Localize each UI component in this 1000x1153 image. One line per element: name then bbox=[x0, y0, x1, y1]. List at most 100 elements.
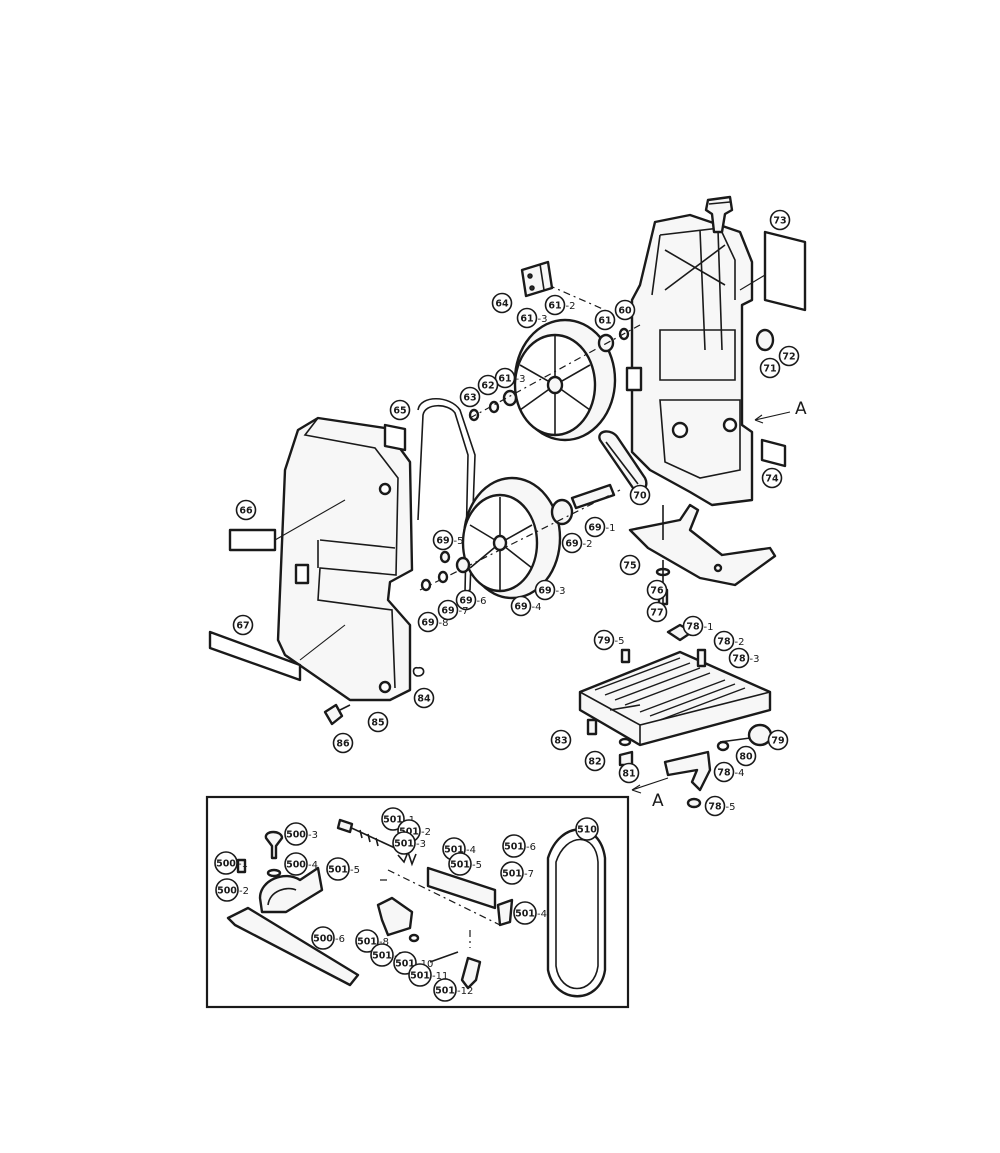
callout-c501-7: 501-7 bbox=[500, 861, 534, 885]
callout-number: 81 bbox=[622, 768, 635, 779]
callout-circle bbox=[448, 852, 472, 876]
callout-suffix: -2 bbox=[566, 301, 576, 312]
callout-c69-8: 69 -8 bbox=[417, 611, 449, 633]
callout-suffix: -7 bbox=[524, 869, 534, 880]
washer-80 bbox=[716, 740, 730, 752]
callout-number: 69 bbox=[421, 617, 434, 628]
callout-circle bbox=[235, 499, 257, 521]
callout-c69-4: 69 -4 bbox=[510, 595, 542, 617]
callout-circle bbox=[491, 292, 513, 314]
callout-c81: 81 bbox=[618, 762, 640, 784]
callout-number: 500 bbox=[313, 933, 333, 944]
callout-circle bbox=[619, 554, 641, 576]
callout-number: 61 bbox=[520, 313, 533, 324]
callout-number: 69 bbox=[436, 535, 449, 546]
callout-number: 501 bbox=[515, 908, 535, 919]
callout-number: 85 bbox=[371, 717, 384, 728]
callout-number: 77 bbox=[650, 607, 663, 618]
callout-suffix: -8 bbox=[379, 937, 389, 948]
callout-suffix: -2 bbox=[583, 539, 593, 550]
callout-number: 80 bbox=[739, 751, 753, 762]
callout-circle bbox=[459, 386, 481, 408]
callout-c70: 70 bbox=[629, 484, 651, 506]
callout-suffix: -6 bbox=[526, 842, 536, 853]
callout-c85: 85 bbox=[367, 711, 389, 733]
callout-circle bbox=[214, 851, 238, 875]
bearing-69-6 bbox=[455, 556, 471, 574]
callout-suffix: -4 bbox=[308, 860, 318, 871]
callout-number: 500 bbox=[286, 829, 306, 840]
callout-number: 69 bbox=[459, 595, 472, 606]
callout-circle bbox=[713, 630, 735, 652]
callout-circle bbox=[584, 516, 606, 538]
callout-suffix: -5 bbox=[615, 636, 625, 647]
callout-circle bbox=[370, 943, 394, 967]
callout-c75: 75 bbox=[619, 554, 641, 576]
callout-number: 78 bbox=[708, 801, 722, 812]
callout-number: 73 bbox=[773, 215, 786, 226]
callout-suffix: -8 bbox=[439, 618, 449, 629]
view-a-arrow-right bbox=[754, 411, 791, 424]
callout-number: 69 bbox=[514, 601, 527, 612]
callout-suffix: -4 bbox=[532, 602, 542, 613]
washer-69-5 bbox=[439, 550, 451, 564]
callout-c64: 64 bbox=[491, 292, 513, 314]
adjust-knob-right bbox=[755, 328, 775, 352]
callout-suffix: -1 bbox=[606, 523, 616, 534]
callout-c80: 80 bbox=[735, 745, 757, 767]
upper-wheel bbox=[513, 318, 617, 442]
callout-c66: 66 bbox=[235, 499, 257, 521]
callout-c69-6: 69-6 bbox=[455, 589, 486, 611]
callout-c79: 79 bbox=[767, 729, 789, 751]
axis-lower bbox=[419, 489, 621, 591]
callout-c61-2: 61-2 bbox=[544, 294, 576, 316]
callout-c510: 510 bbox=[575, 817, 599, 841]
callout-number: 78 bbox=[717, 767, 731, 778]
callout-number: 501 bbox=[504, 841, 524, 852]
callout-suffix: -4 bbox=[735, 768, 745, 779]
callout-number: 61 bbox=[598, 315, 611, 326]
fence-bracket-501-4 bbox=[496, 898, 514, 927]
callout-circle bbox=[326, 857, 350, 881]
callout-number: 74 bbox=[765, 473, 779, 484]
callout-c69-1: 69 -1 bbox=[584, 516, 616, 538]
callout-c69-5: 69-5 bbox=[432, 529, 463, 551]
callout-circle bbox=[704, 795, 726, 817]
fence-bar-501-5 bbox=[426, 866, 497, 910]
callout-number: 69 bbox=[588, 522, 601, 533]
table bbox=[578, 650, 772, 747]
tension-knob bbox=[704, 195, 734, 234]
washer-501-9 bbox=[408, 933, 420, 943]
callout-c500-3: 500-3 bbox=[284, 822, 318, 846]
callout-c500-5: 501-5 bbox=[326, 857, 360, 881]
nut-82 bbox=[618, 737, 632, 747]
callout-number: 76 bbox=[650, 585, 664, 596]
callout-number: 510 bbox=[577, 824, 597, 835]
label-73 bbox=[739, 230, 807, 312]
callout-number: 501 bbox=[394, 838, 414, 849]
callout-c84: 84 bbox=[413, 687, 435, 709]
callout-number: 69 bbox=[441, 605, 454, 616]
callout-number: 72 bbox=[782, 351, 795, 362]
callout-number: 78 bbox=[686, 621, 700, 632]
base-plate bbox=[628, 503, 777, 587]
knob-500-3 bbox=[264, 830, 284, 860]
knob-79 bbox=[719, 723, 773, 747]
callout-c501-8: 501-8 bbox=[355, 929, 389, 953]
callout-c65: 65 bbox=[389, 399, 411, 421]
callout-c78-4: 78 -4 bbox=[713, 761, 745, 783]
callout-number: 64 bbox=[495, 298, 509, 309]
callout-circle bbox=[215, 878, 239, 902]
callout-circle bbox=[534, 579, 556, 601]
callout-circle bbox=[417, 611, 439, 633]
callout-c83: 83 bbox=[550, 729, 572, 751]
screw-500-1 bbox=[236, 858, 247, 874]
callout-circle bbox=[550, 729, 572, 751]
shaft-69-1 bbox=[570, 483, 616, 510]
callout-circle bbox=[510, 595, 532, 617]
callout-circle bbox=[332, 732, 354, 754]
callout-number: 86 bbox=[336, 738, 350, 749]
label-67 bbox=[208, 624, 346, 682]
callout-suffix: -3 bbox=[308, 830, 318, 841]
label-66 bbox=[228, 499, 346, 552]
